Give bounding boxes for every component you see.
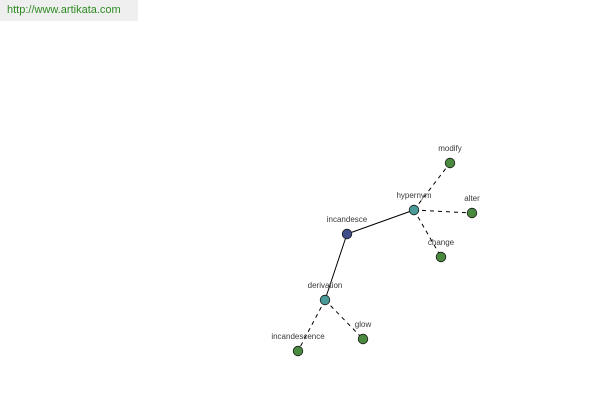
source-url[interactable]: http://www.artikata.com [0,0,138,21]
label-incandescence: incandescence [271,332,325,341]
edge-incandesce-hypernym [346,209,415,235]
node-derivation[interactable] [319,294,331,306]
label-glow: glow [355,320,372,329]
label-hypernym: hypernym [396,191,431,200]
node-incandescence[interactable] [292,345,304,357]
label-derivation: derivation [308,281,343,290]
node-glow[interactable] [357,333,369,345]
label-modify: modify [438,144,462,153]
edge-hypernym-modify [413,162,451,211]
edge-derivation-incandescence [297,299,326,352]
label-change: change [428,238,455,247]
graph-nodes [292,157,478,357]
node-modify[interactable] [444,157,456,169]
label-alter: alter [464,194,480,203]
node-alter[interactable] [466,207,478,219]
graph-edges [297,162,473,352]
edge-hypernym-alter [413,209,473,214]
node-hypernym[interactable] [408,204,420,216]
edge-incandesce-derivation [324,233,348,301]
label-incandesce: incandesce [327,215,368,224]
edge-derivation-glow [324,299,364,340]
graph-labels: incandesce hypernym derivation modify alter c… [271,144,480,341]
edge-hypernym-change [413,209,442,258]
node-incandesce[interactable] [341,228,353,240]
node-change[interactable] [435,251,447,263]
